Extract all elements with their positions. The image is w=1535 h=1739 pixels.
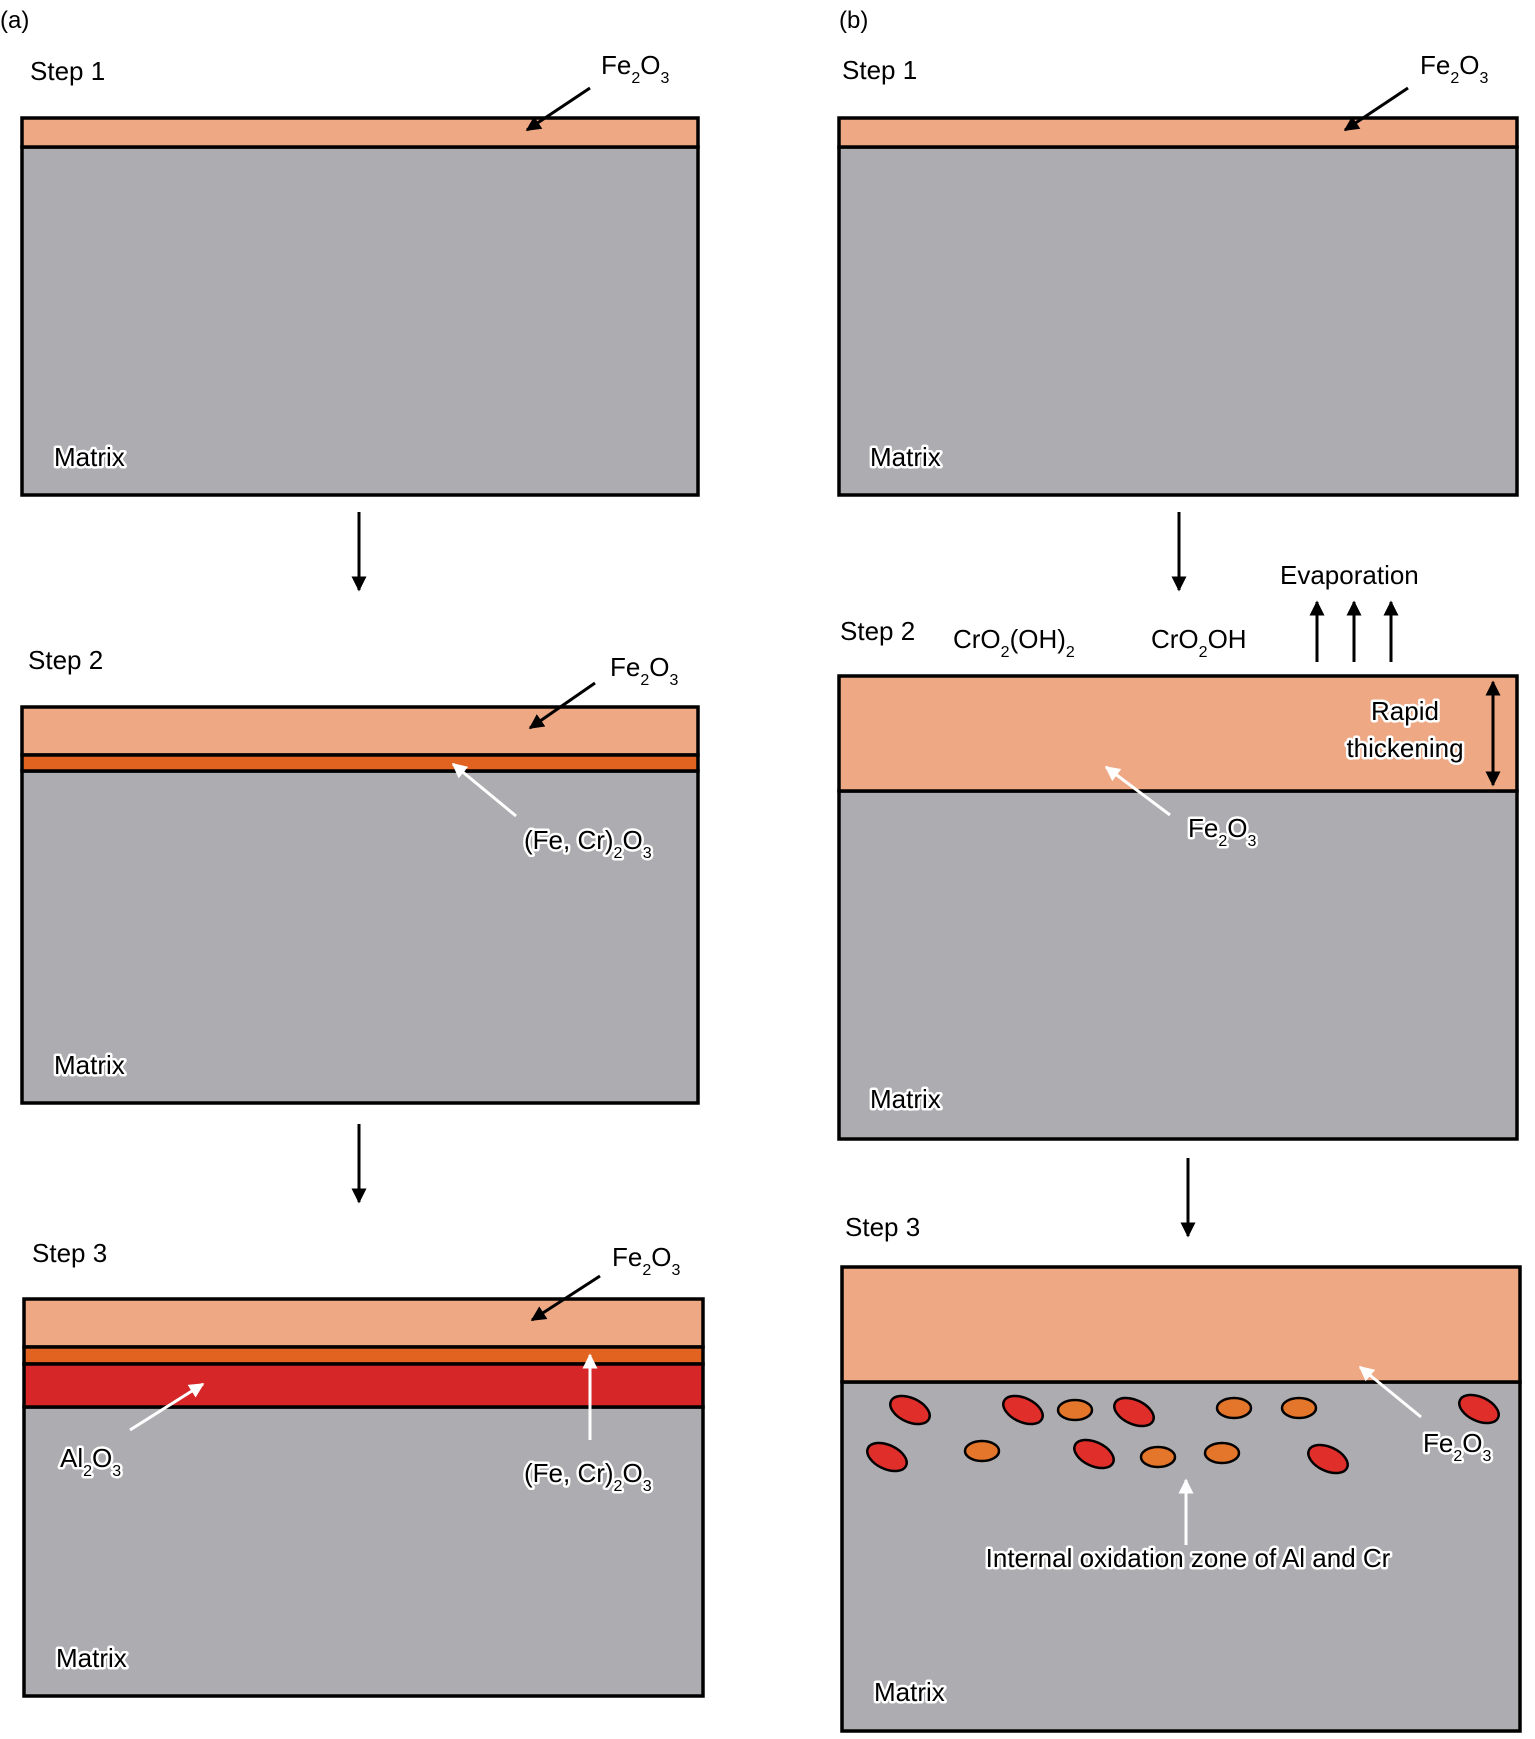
a-step2-fe2o3-arrow	[528, 681, 596, 730]
a-step3-label: Step 3	[32, 1238, 107, 1268]
precipitate-red	[1073, 1438, 1115, 1470]
precipitate-red	[889, 1394, 931, 1426]
a-step1-fe2o3-layer	[20, 116, 700, 149]
a-step3-fe2o3-layer	[22, 1297, 705, 1349]
b-step2-fe2o3-layer	[837, 674, 1519, 793]
a-step3-fecr-label: (Fe, Cr)2O3	[524, 1458, 652, 1495]
b-step3-fe2o3-label: Fe2O3	[1423, 1428, 1491, 1465]
a-step2-fecr2o3-layer	[20, 753, 700, 773]
b-thickening-label: thickening	[1346, 733, 1463, 763]
b-cro2oh2-label: CrO2(OH)2	[953, 624, 1075, 661]
precipitate-orange	[1056, 1398, 1094, 1422]
a-step2-fe2o3-layer	[20, 705, 700, 757]
panel-b-label: (b)	[839, 7, 868, 34]
a-step3-matrix-label: Matrix	[56, 1643, 127, 1673]
precipitate-red	[866, 1441, 908, 1473]
precipitate-red	[1113, 1396, 1155, 1428]
b-step2-label: Step 2	[840, 616, 915, 646]
b-step2-matrix-label: Matrix	[870, 1084, 941, 1114]
b-precipitates	[866, 1393, 1500, 1475]
b-evaporation-label: Evaporation	[1280, 560, 1419, 590]
precipitate-red	[1002, 1394, 1044, 1426]
a-step1-label: Step 1	[30, 56, 105, 86]
b-step3-fe2o3-layer	[840, 1265, 1522, 1384]
b-step1-fe2o3-label: Fe2O3	[1420, 50, 1488, 87]
a-step1-matrix-label: Matrix	[54, 442, 125, 472]
precipitate-red	[1307, 1443, 1349, 1475]
b-step1-label: Step 1	[842, 55, 917, 85]
b-step1-matrix	[837, 145, 1519, 497]
a-step1-fe2o3-arrow	[525, 86, 591, 132]
b-step2-fe2o3-label: Fe2O3	[1188, 813, 1256, 850]
b-step1-matrix-label: Matrix	[870, 442, 941, 472]
a-step2-matrix-label: Matrix	[54, 1050, 125, 1080]
precipitate-orange	[963, 1439, 1001, 1463]
a-step3-fe2o3-arrow	[530, 1274, 601, 1322]
precipitate-red	[1458, 1393, 1500, 1425]
b-step1-fe2o3-arrow	[1343, 86, 1409, 132]
a-step3-fecr2o3-layer	[22, 1345, 705, 1366]
b-step3-label: Step 3	[845, 1212, 920, 1242]
a-step3-al2o3-label: Al2O3	[60, 1443, 121, 1480]
a-step3-matrix	[22, 1405, 705, 1698]
a-step2-fecr-label: (Fe, Cr)2O3	[524, 825, 652, 862]
b-internal-zone-label: Internal oxidation zone of Al and Cr	[986, 1543, 1391, 1573]
a-step1-fe2o3-label: Fe2O3	[601, 50, 669, 87]
precipitate-orange	[1139, 1445, 1177, 1469]
b-step3-matrix-label: Matrix	[874, 1677, 945, 1707]
precipitate-orange	[1215, 1396, 1253, 1420]
a-step3-al2o3-arrow	[129, 1382, 205, 1432]
precipitate-orange	[1203, 1441, 1241, 1465]
a-step2-fecr-arrow	[451, 762, 517, 818]
b-step2-fe2o3-arrow	[1104, 765, 1171, 817]
a-step2-fe2o3-label: Fe2O3	[610, 652, 678, 689]
a-step1-matrix	[20, 145, 700, 497]
a-step3-al2o3-layer	[22, 1362, 705, 1409]
a-step3-fe2o3-label: Fe2O3	[612, 1242, 680, 1279]
panel-a-label: (a)	[0, 7, 29, 34]
b-step3-fe2o3-arrow	[1358, 1365, 1422, 1419]
precipitate-orange	[1280, 1396, 1318, 1420]
a-step2-label: Step 2	[28, 645, 103, 675]
b-step1-fe2o3-layer	[837, 116, 1519, 149]
b-cro2oh-label: CrO2OH	[1151, 624, 1247, 661]
b-rapid-label: Rapid	[1371, 696, 1439, 726]
